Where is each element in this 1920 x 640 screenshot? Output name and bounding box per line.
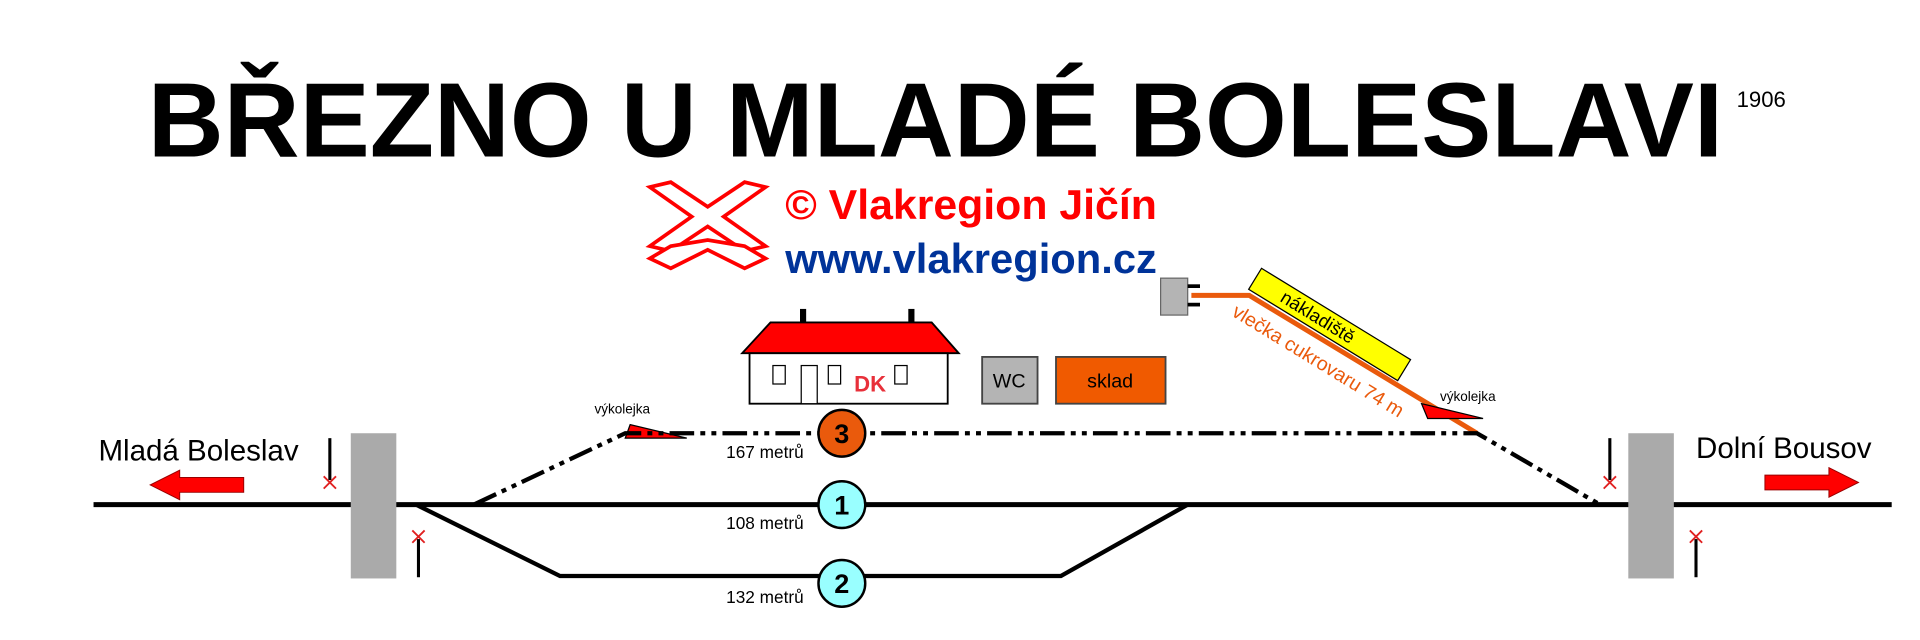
track-2-length: 132 metrů	[726, 587, 804, 607]
track-3-length: 167 metrů	[726, 442, 804, 462]
derailer-left-label: výkolejka	[594, 402, 650, 417]
derailer-right-label: výkolejka	[1440, 389, 1496, 404]
track-3-marker: 3	[817, 408, 867, 458]
warehouse-label: sklad	[1087, 371, 1133, 393]
track-3	[472, 431, 1602, 507]
track-1-number: 1	[834, 489, 849, 520]
arrow-left-icon	[149, 469, 245, 501]
track-2	[415, 502, 1189, 579]
level-crossing-left	[350, 433, 397, 579]
warehouse-building: sklad	[1055, 356, 1167, 405]
signal-left-upper	[323, 438, 337, 490]
station-title: BŘEZNO U MLADÉ BOLESLAVI	[148, 60, 1723, 179]
arrow-right-icon	[1764, 466, 1860, 499]
station-building: DK	[740, 308, 961, 405]
signal-right-lower	[1689, 529, 1703, 578]
track-1-marker: 1	[817, 480, 867, 530]
track-3-number: 3	[834, 418, 849, 449]
signal-right-upper	[1603, 438, 1617, 490]
siding-track	[1191, 292, 1479, 436]
track-2-number: 2	[834, 568, 849, 599]
wc-label: WC	[993, 371, 1026, 393]
direction-left-label: Mladá Boleslav	[98, 434, 298, 467]
derailer-right-icon	[1420, 402, 1484, 420]
level-crossing-right	[1628, 433, 1674, 579]
copyright-text: © Vlakregion Jičín	[785, 181, 1157, 228]
siding-buffer-stop	[1160, 277, 1200, 316]
direction-right-label: Dolní Bousov	[1696, 432, 1872, 465]
signal-left-lower	[411, 529, 426, 578]
station-building-label: DK	[854, 371, 886, 396]
website-link[interactable]: www.vlakregion.cz	[784, 235, 1157, 282]
year-label: 1906	[1737, 87, 1786, 112]
wc-building: WC	[981, 356, 1039, 405]
railway-crossing-logo-icon	[645, 180, 770, 271]
track-2-marker: 2	[817, 558, 867, 609]
track-1-length: 108 metrů	[726, 513, 804, 533]
